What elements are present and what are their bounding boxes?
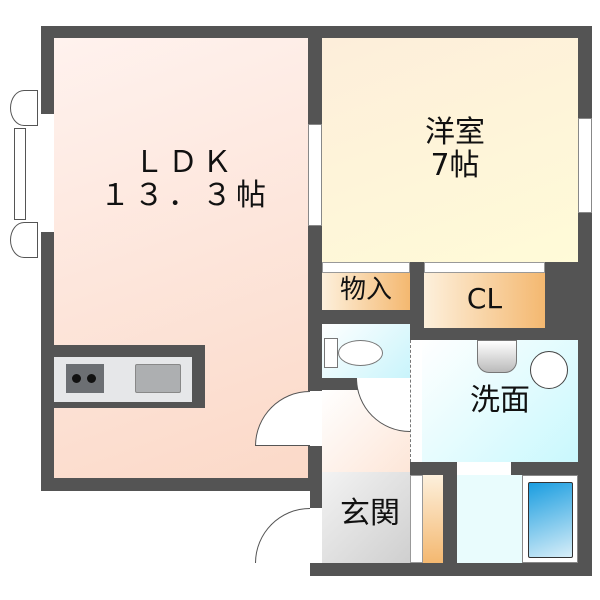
ldk-window bbox=[41, 114, 54, 232]
front-door-opening[interactable] bbox=[308, 508, 322, 563]
window-swing-icon bbox=[10, 222, 38, 258]
room-western bbox=[322, 38, 578, 262]
closet-label: CL bbox=[466, 282, 503, 315]
bay-window-frame bbox=[14, 128, 26, 220]
storage-label: 物入 bbox=[339, 275, 392, 305]
shoe-shelf bbox=[423, 475, 443, 563]
entrance-label: 玄関 bbox=[340, 496, 400, 531]
ldk-size: １３．３帖 bbox=[100, 178, 270, 213]
front-door-swing[interactable] bbox=[255, 508, 310, 563]
western-label: 洋室 7帖 bbox=[400, 116, 510, 182]
western-size: 7帖 bbox=[430, 148, 480, 183]
western-window bbox=[578, 118, 592, 213]
stove-icon bbox=[66, 364, 104, 393]
toilet-icon bbox=[324, 338, 338, 368]
bathtub-icon bbox=[528, 482, 573, 558]
sink-icon bbox=[135, 364, 181, 393]
room-storage bbox=[322, 273, 410, 310]
ldk-door-opening[interactable] bbox=[308, 391, 322, 446]
room-closet bbox=[424, 273, 545, 328]
washbasin-icon bbox=[477, 340, 517, 373]
washroom-label: 洗面 bbox=[470, 383, 530, 418]
washroom-door[interactable] bbox=[410, 340, 422, 462]
bath-door[interactable] bbox=[457, 462, 511, 475]
closet-doors[interactable] bbox=[322, 262, 410, 273]
room-entrance bbox=[322, 472, 410, 563]
ldk-name: ＬＤＫ bbox=[134, 145, 236, 180]
closet-doors[interactable] bbox=[424, 262, 545, 273]
shoe-shelf-gap bbox=[410, 475, 423, 563]
washing-machine-icon bbox=[530, 351, 568, 389]
toilet-bowl-icon bbox=[338, 340, 383, 366]
window-swing-icon bbox=[10, 90, 38, 126]
ldk-label: ＬＤＫ １３．３帖 bbox=[90, 146, 280, 212]
ldk-western-door[interactable] bbox=[308, 124, 322, 226]
western-name: 洋室 bbox=[425, 115, 485, 150]
